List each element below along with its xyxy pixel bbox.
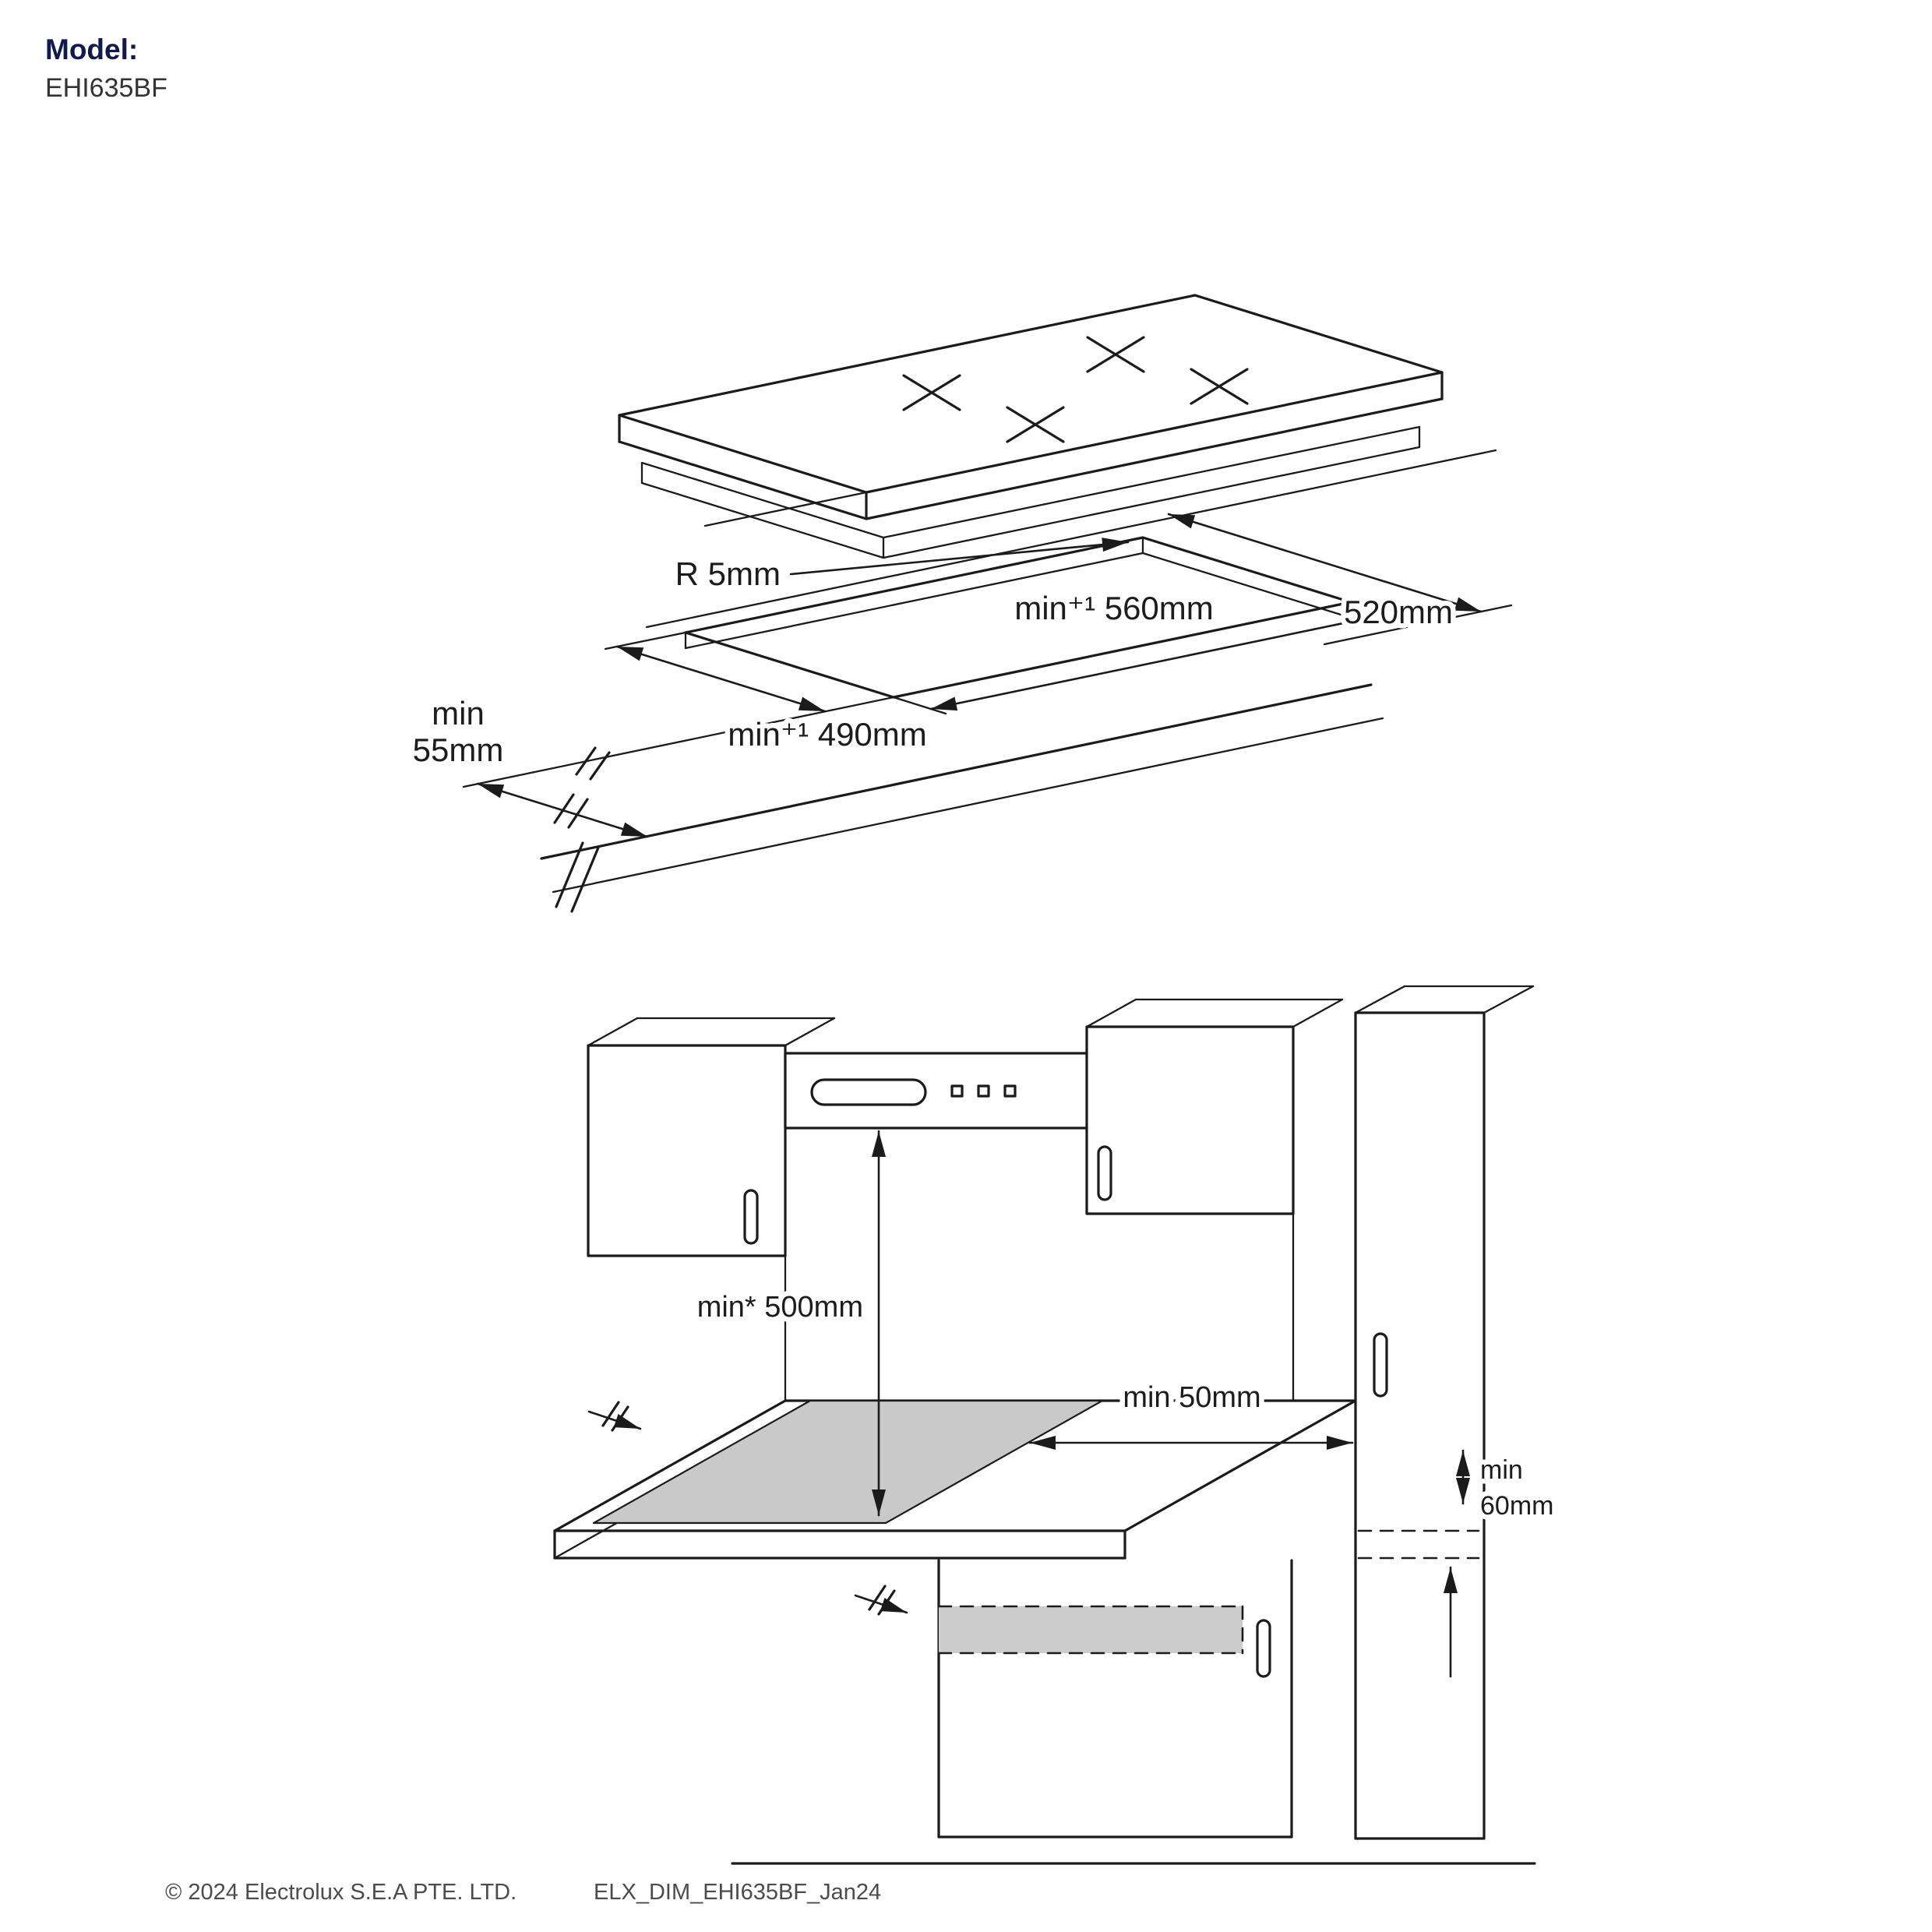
hood-vent-slot <box>810 1078 927 1106</box>
worktop-back-edge <box>645 449 1497 629</box>
cabinet-handle <box>1256 1619 1271 1678</box>
hood-button <box>950 1084 964 1098</box>
model-label: Model: <box>45 33 138 65</box>
dim-edge-clearance-value: 55mm <box>413 732 504 768</box>
hood-button <box>1003 1084 1017 1098</box>
clearance-marks <box>587 1401 908 1616</box>
tall-cabinet <box>1354 985 1535 1840</box>
dim-edge-clearance-min: min <box>432 695 485 732</box>
dim-cutout-depth: min⁺¹ 490mm <box>728 716 927 753</box>
base-cabinet <box>937 1559 1293 1839</box>
worktop-front-edge <box>540 683 1373 860</box>
hob-top-surface <box>618 294 1444 494</box>
hob-isometric <box>618 294 1444 559</box>
left-wall-cabinet <box>587 1017 836 1257</box>
hob-underside-hidden <box>937 1605 1244 1655</box>
dim-hood-clearance: min* 500mm <box>697 1291 863 1324</box>
break-marks <box>553 746 611 913</box>
hob-depth-arrow <box>1167 513 1482 613</box>
model-number: EHI635BF <box>45 73 167 103</box>
dim-side-clearance-value: 60mm <box>1480 1491 1553 1521</box>
cooking-zone-markers <box>902 336 1249 443</box>
dim-hob-depth: 520mm <box>1344 594 1453 630</box>
edge-clearance-arrow <box>476 782 649 838</box>
cabinet-handle <box>1373 1332 1388 1398</box>
dim-cutout-width: min⁺¹ 560mm <box>1014 590 1214 626</box>
dim-side-clearance-min: min <box>1480 1455 1523 1485</box>
hob-surface <box>592 1399 1104 1525</box>
hood-button <box>977 1084 990 1098</box>
footer-doc-ref: ELX_DIM_EHI635BF_Jan24 <box>594 1880 881 1905</box>
cutout-width-arrow <box>929 612 1390 711</box>
installation-diagram: min* 500mm min 50mm min 60mm <box>553 985 1559 1865</box>
cabinet-handle <box>1097 1145 1112 1201</box>
cabinet-handle <box>743 1189 759 1245</box>
cutout-depth-arrow <box>615 645 827 713</box>
right-wall-cabinet <box>1085 998 1344 1215</box>
cooker-hood <box>784 1052 1114 1130</box>
cutout-diagram: R 5mm 520mm min⁺¹ 560mm min⁺¹ 490mm min … <box>407 449 1513 913</box>
corner-radius-leader <box>789 538 1130 576</box>
dim-rear-clearance: min 50mm <box>1123 1381 1260 1414</box>
footer-copyright: © 2024 Electrolux S.E.A PTE. LTD. <box>165 1880 516 1905</box>
dim-corner-radius: R 5mm <box>675 555 781 592</box>
